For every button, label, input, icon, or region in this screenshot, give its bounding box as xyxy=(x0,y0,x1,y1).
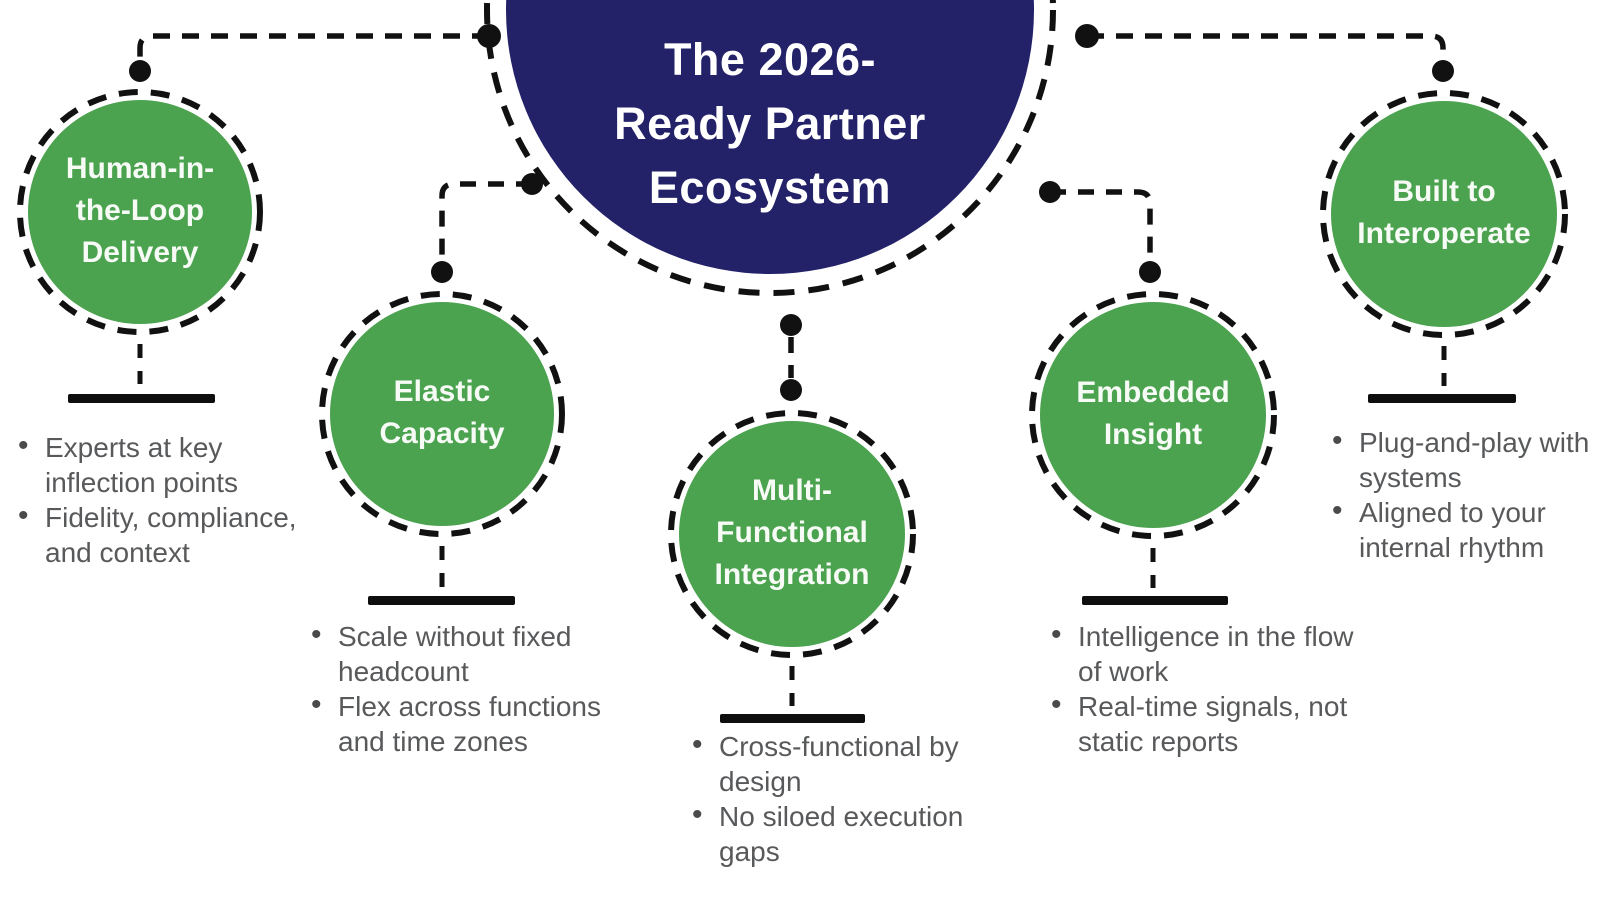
connector-endpoint-dot xyxy=(780,379,802,401)
underline-bar xyxy=(68,394,215,403)
node-multi-functional xyxy=(668,410,916,658)
connector-dashed-line xyxy=(137,33,489,60)
node-circle xyxy=(28,100,252,324)
node-dashed-ring xyxy=(17,89,263,335)
node-built-to-interoperate xyxy=(1320,90,1568,338)
central-hub xyxy=(484,0,1056,296)
connector-human-in-the-loop xyxy=(129,24,501,82)
connector-endpoint-dot xyxy=(1432,60,1454,82)
node-elastic-capacity xyxy=(319,291,565,537)
connector-dashed-line xyxy=(439,181,532,260)
connector-endpoint-dot xyxy=(780,314,802,336)
node-label-human-in-the-loop: Human-in- the-Loop Delivery xyxy=(65,152,215,269)
node-dashed-ring xyxy=(668,410,916,658)
node-embedded-insight xyxy=(1029,291,1277,539)
bullet-item: Fidelity, compliance, and context xyxy=(12,498,322,570)
connector-embedded-insight xyxy=(1039,181,1161,283)
underline-bar xyxy=(720,714,865,723)
bullet-item: Intelligence in the flow of work xyxy=(1045,617,1355,689)
connector-built-to-interoperate xyxy=(1075,24,1454,82)
bullet-item: No siloed execution gaps xyxy=(686,797,996,869)
bullet-list-built-to-interoperate: Plug-and-play with systems Aligned to yo… xyxy=(1326,423,1623,565)
node-dashed-ring xyxy=(1320,90,1568,338)
bullet-list-multi-functional: Cross-functional by design No siloed exe… xyxy=(686,727,996,869)
node-label-built-to-interoperate: Built to Interoperate xyxy=(1357,175,1531,250)
connector-elastic-capacity xyxy=(431,173,543,283)
underline-bar xyxy=(368,596,515,605)
node-circle xyxy=(330,302,554,526)
node-human-in-the-loop xyxy=(17,89,263,335)
node-label-embedded-insight: Embedded Insight xyxy=(1076,376,1230,451)
bullet-item: Flex across functions and time zones xyxy=(305,687,615,759)
bullet-list-elastic-capacity: Scale without fixed headcount Flex acros… xyxy=(305,617,615,759)
bullet-item: Experts at key inflection points xyxy=(12,428,322,500)
node-label-elastic-capacity: Elastic Capacity xyxy=(379,375,505,450)
connector-endpoint-dot xyxy=(431,261,453,283)
connector-dashed-line xyxy=(1050,189,1153,260)
bullet-item: Aligned to your internal rhythm xyxy=(1326,493,1623,565)
underline-bar xyxy=(1368,394,1516,403)
bullet-item: Plug-and-play with systems xyxy=(1326,423,1623,495)
central-hub-circle xyxy=(506,0,1034,274)
node-label-multi-functional: Multi- Functional Integration xyxy=(714,474,870,591)
bullet-item: Real-time signals, not static reports xyxy=(1045,687,1355,759)
node-dashed-ring xyxy=(1029,291,1277,539)
bullet-item: Scale without fixed headcount xyxy=(305,617,615,689)
stems-and-bars xyxy=(68,344,1516,723)
node-circle xyxy=(1331,101,1557,327)
connector-multi-functional xyxy=(780,314,802,401)
bullet-item: Cross-functional by design xyxy=(686,727,996,799)
node-dashed-ring xyxy=(319,291,565,537)
bullet-list-embedded-insight: Intelligence in the flow of work Real-ti… xyxy=(1045,617,1355,759)
underline-bar xyxy=(1082,596,1228,605)
central-hub-dashed-ring xyxy=(484,0,1056,296)
connector-endpoint-dot xyxy=(1139,261,1161,283)
connector-endpoint-dot xyxy=(129,60,151,82)
node-circle xyxy=(1040,302,1266,528)
node-circle xyxy=(679,421,905,647)
connector-dashed-line xyxy=(1087,33,1446,60)
bullet-list-human-in-the-loop: Experts at key inflection points Fidelit… xyxy=(12,428,322,570)
central-hub-title: The 2026- Ready Partner Ecosystem xyxy=(614,34,926,213)
